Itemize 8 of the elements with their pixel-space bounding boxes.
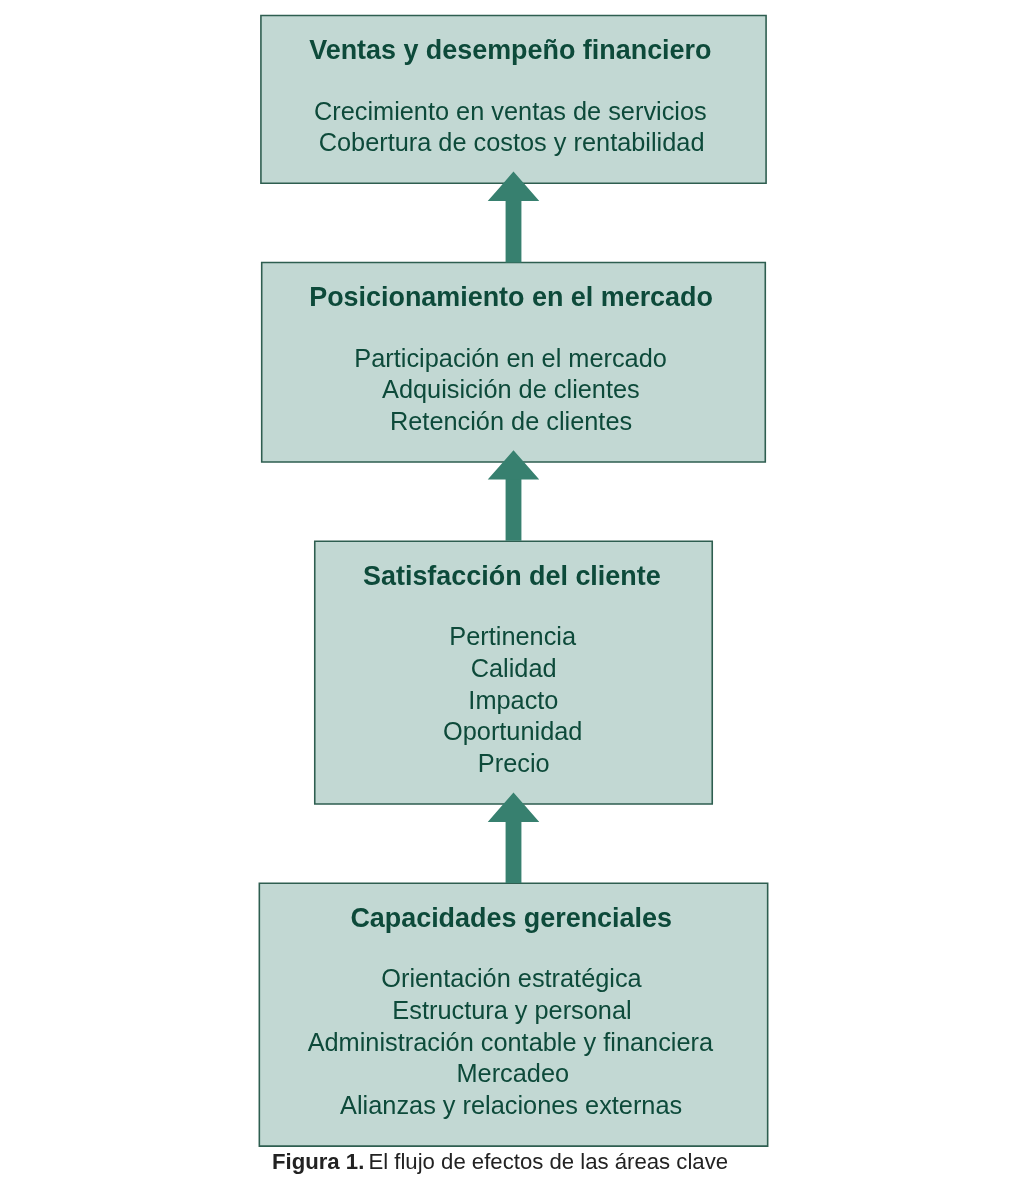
arrow [487, 450, 540, 541]
node-box: Posicionamiento en el mercado Participación en el mercado Adquisición de clientes Retención de clientes [260, 261, 767, 463]
arrow [487, 792, 540, 884]
arrow [487, 171, 540, 263]
caption: Figura 1. El flujo de efectos de las áreas clave [272, 1148, 729, 1174]
node-box: Satisfacción del cliente Pertinencia Calidad Impacto Oportunidad Precio [313, 540, 714, 805]
node-box: Capacidades gerenciales Orientación estratégica Estructura y personal Administración contable y financiera Mercadeo Alianzas y relaciones externas [258, 882, 769, 1147]
node-box: Ventas y desempeño financiero Crecimiento en ventas de servicios Cobertura de costos y rentabilidad [260, 14, 767, 185]
